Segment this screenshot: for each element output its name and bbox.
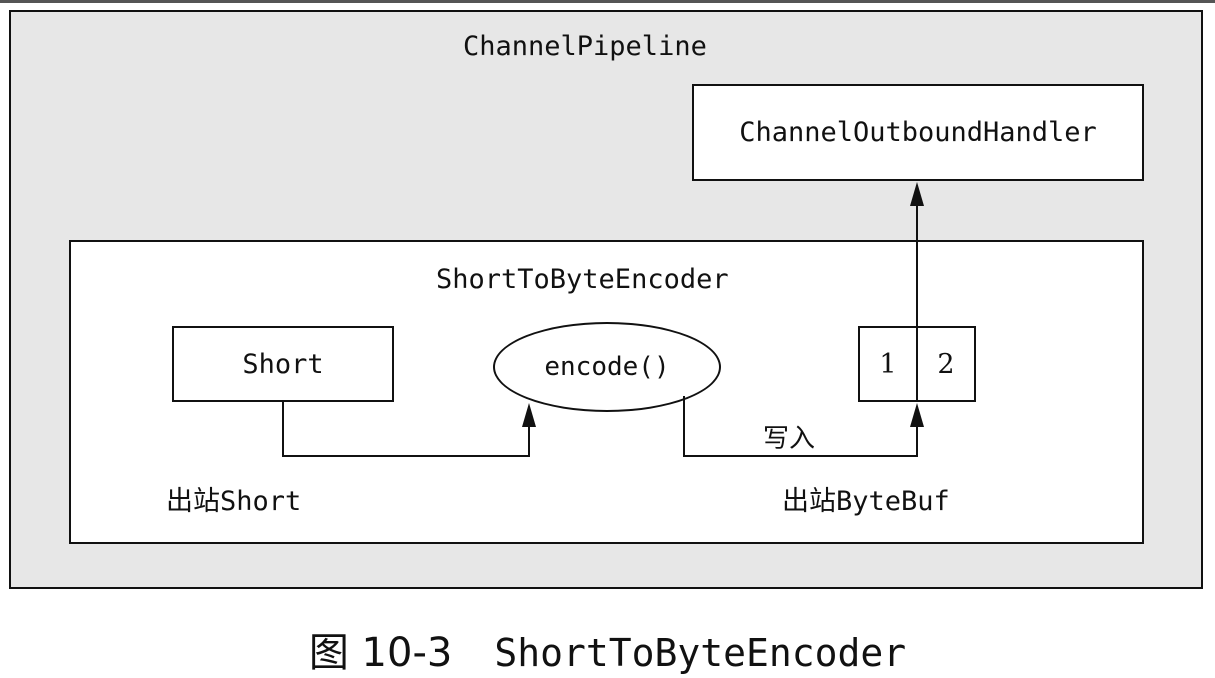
outbound-bytebuf-label: 出站ByteBuf [782, 486, 950, 517]
arrowhead-into-bytebuf [910, 403, 924, 427]
caption-number: 图 10-3 [308, 630, 453, 676]
outbound-short-label: 出站Short [166, 486, 302, 517]
short-box-label: Short [242, 348, 324, 380]
encoder-title: ShortToByteEncoder [436, 264, 729, 295]
caption-title: ShortToByteEncoder [494, 631, 907, 675]
encode-label: encode() [544, 352, 670, 382]
top-rule [0, 0, 1215, 3]
short-input-box: Short [172, 326, 394, 402]
arrowhead-into-handler [910, 182, 924, 206]
pipeline-title: ChannelPipeline [463, 31, 707, 62]
encode-to-bytebuf-connector [683, 396, 918, 457]
bytebuf-box: 1 2 [858, 326, 976, 402]
write-label: 写入 [763, 424, 816, 454]
bytebuf-cell-2: 2 [916, 328, 974, 400]
figure-caption: 图 10-3 ShortToByteEncoder [0, 620, 1215, 678]
arrowhead-into-encode [522, 403, 536, 427]
channel-outbound-handler-box: ChannelOutboundHandler [692, 84, 1144, 181]
bytebuf-cell-1: 1 [879, 348, 897, 380]
outbound-handler-label: ChannelOutboundHandler [739, 117, 1097, 148]
short-to-encode-connector [282, 402, 530, 457]
